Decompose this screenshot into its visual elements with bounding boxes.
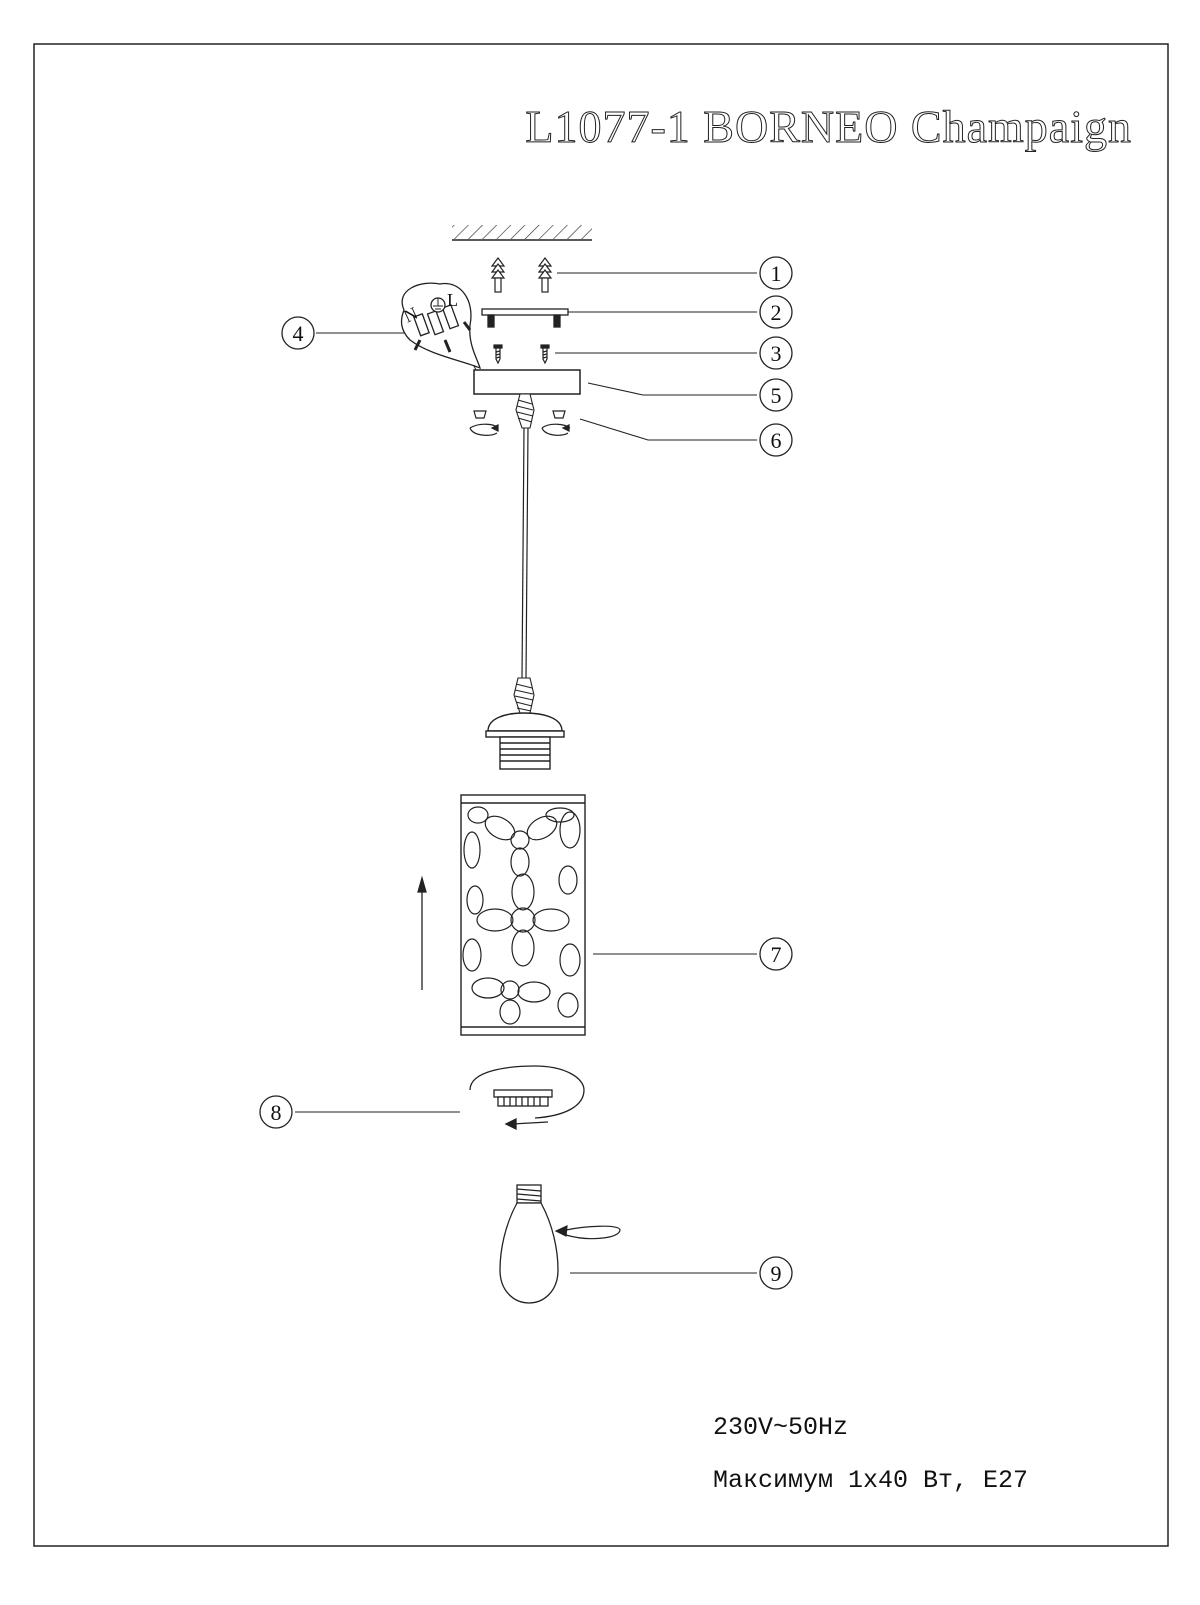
callout-3: 3	[759, 336, 793, 370]
bulb-rotate-arrow	[554, 1225, 621, 1240]
cable-grip-bottom	[513, 677, 535, 714]
screws	[493, 344, 550, 365]
lamp-socket	[485, 712, 565, 770]
cable-grip-top	[515, 393, 535, 429]
callout-1-number: 1	[771, 261, 782, 286]
page-border	[33, 43, 1169, 1547]
callout-5-number: 5	[771, 383, 782, 408]
callout-9-number: 9	[771, 1261, 782, 1286]
callout-2-number: 2	[771, 300, 782, 325]
canopy	[473, 365, 581, 395]
leader-lines	[295, 272, 757, 1274]
callout-1: 1	[759, 256, 793, 290]
terminal-block-bubble	[400, 282, 481, 370]
callout-7-number: 7	[771, 942, 782, 967]
callout-4-number: 4	[293, 321, 304, 346]
lamp-shade	[460, 794, 586, 1036]
callout-5: 5	[759, 378, 793, 412]
callout-6-number: 6	[771, 428, 782, 453]
mounting-bracket	[481, 308, 569, 328]
voltage-spec: 230V~50Hz	[713, 1413, 849, 1442]
callout-6: 6	[759, 423, 793, 457]
callout-8: 8	[259, 1095, 293, 1129]
callout-9: 9	[759, 1256, 793, 1290]
callout-7: 7	[759, 937, 793, 971]
callout-8-number: 8	[271, 1100, 282, 1125]
callout-4: 4	[281, 316, 315, 350]
ceiling-hatch	[452, 225, 592, 241]
suspension-cable	[521, 427, 529, 679]
upward-arrow	[417, 875, 427, 990]
terminal-line-label: L	[447, 290, 458, 310]
shade-ring-nut	[469, 1065, 585, 1131]
callout-3-number: 3	[771, 341, 782, 366]
wall-anchors	[490, 257, 553, 293]
product-title: L1077-1 BORNEO Champaign	[525, 101, 1132, 153]
callout-2: 2	[759, 295, 793, 329]
max-power-spec: Максимум 1x40 Вт, E27	[713, 1466, 1029, 1495]
light-bulb	[499, 1184, 559, 1304]
canopy-nuts	[469, 410, 571, 436]
